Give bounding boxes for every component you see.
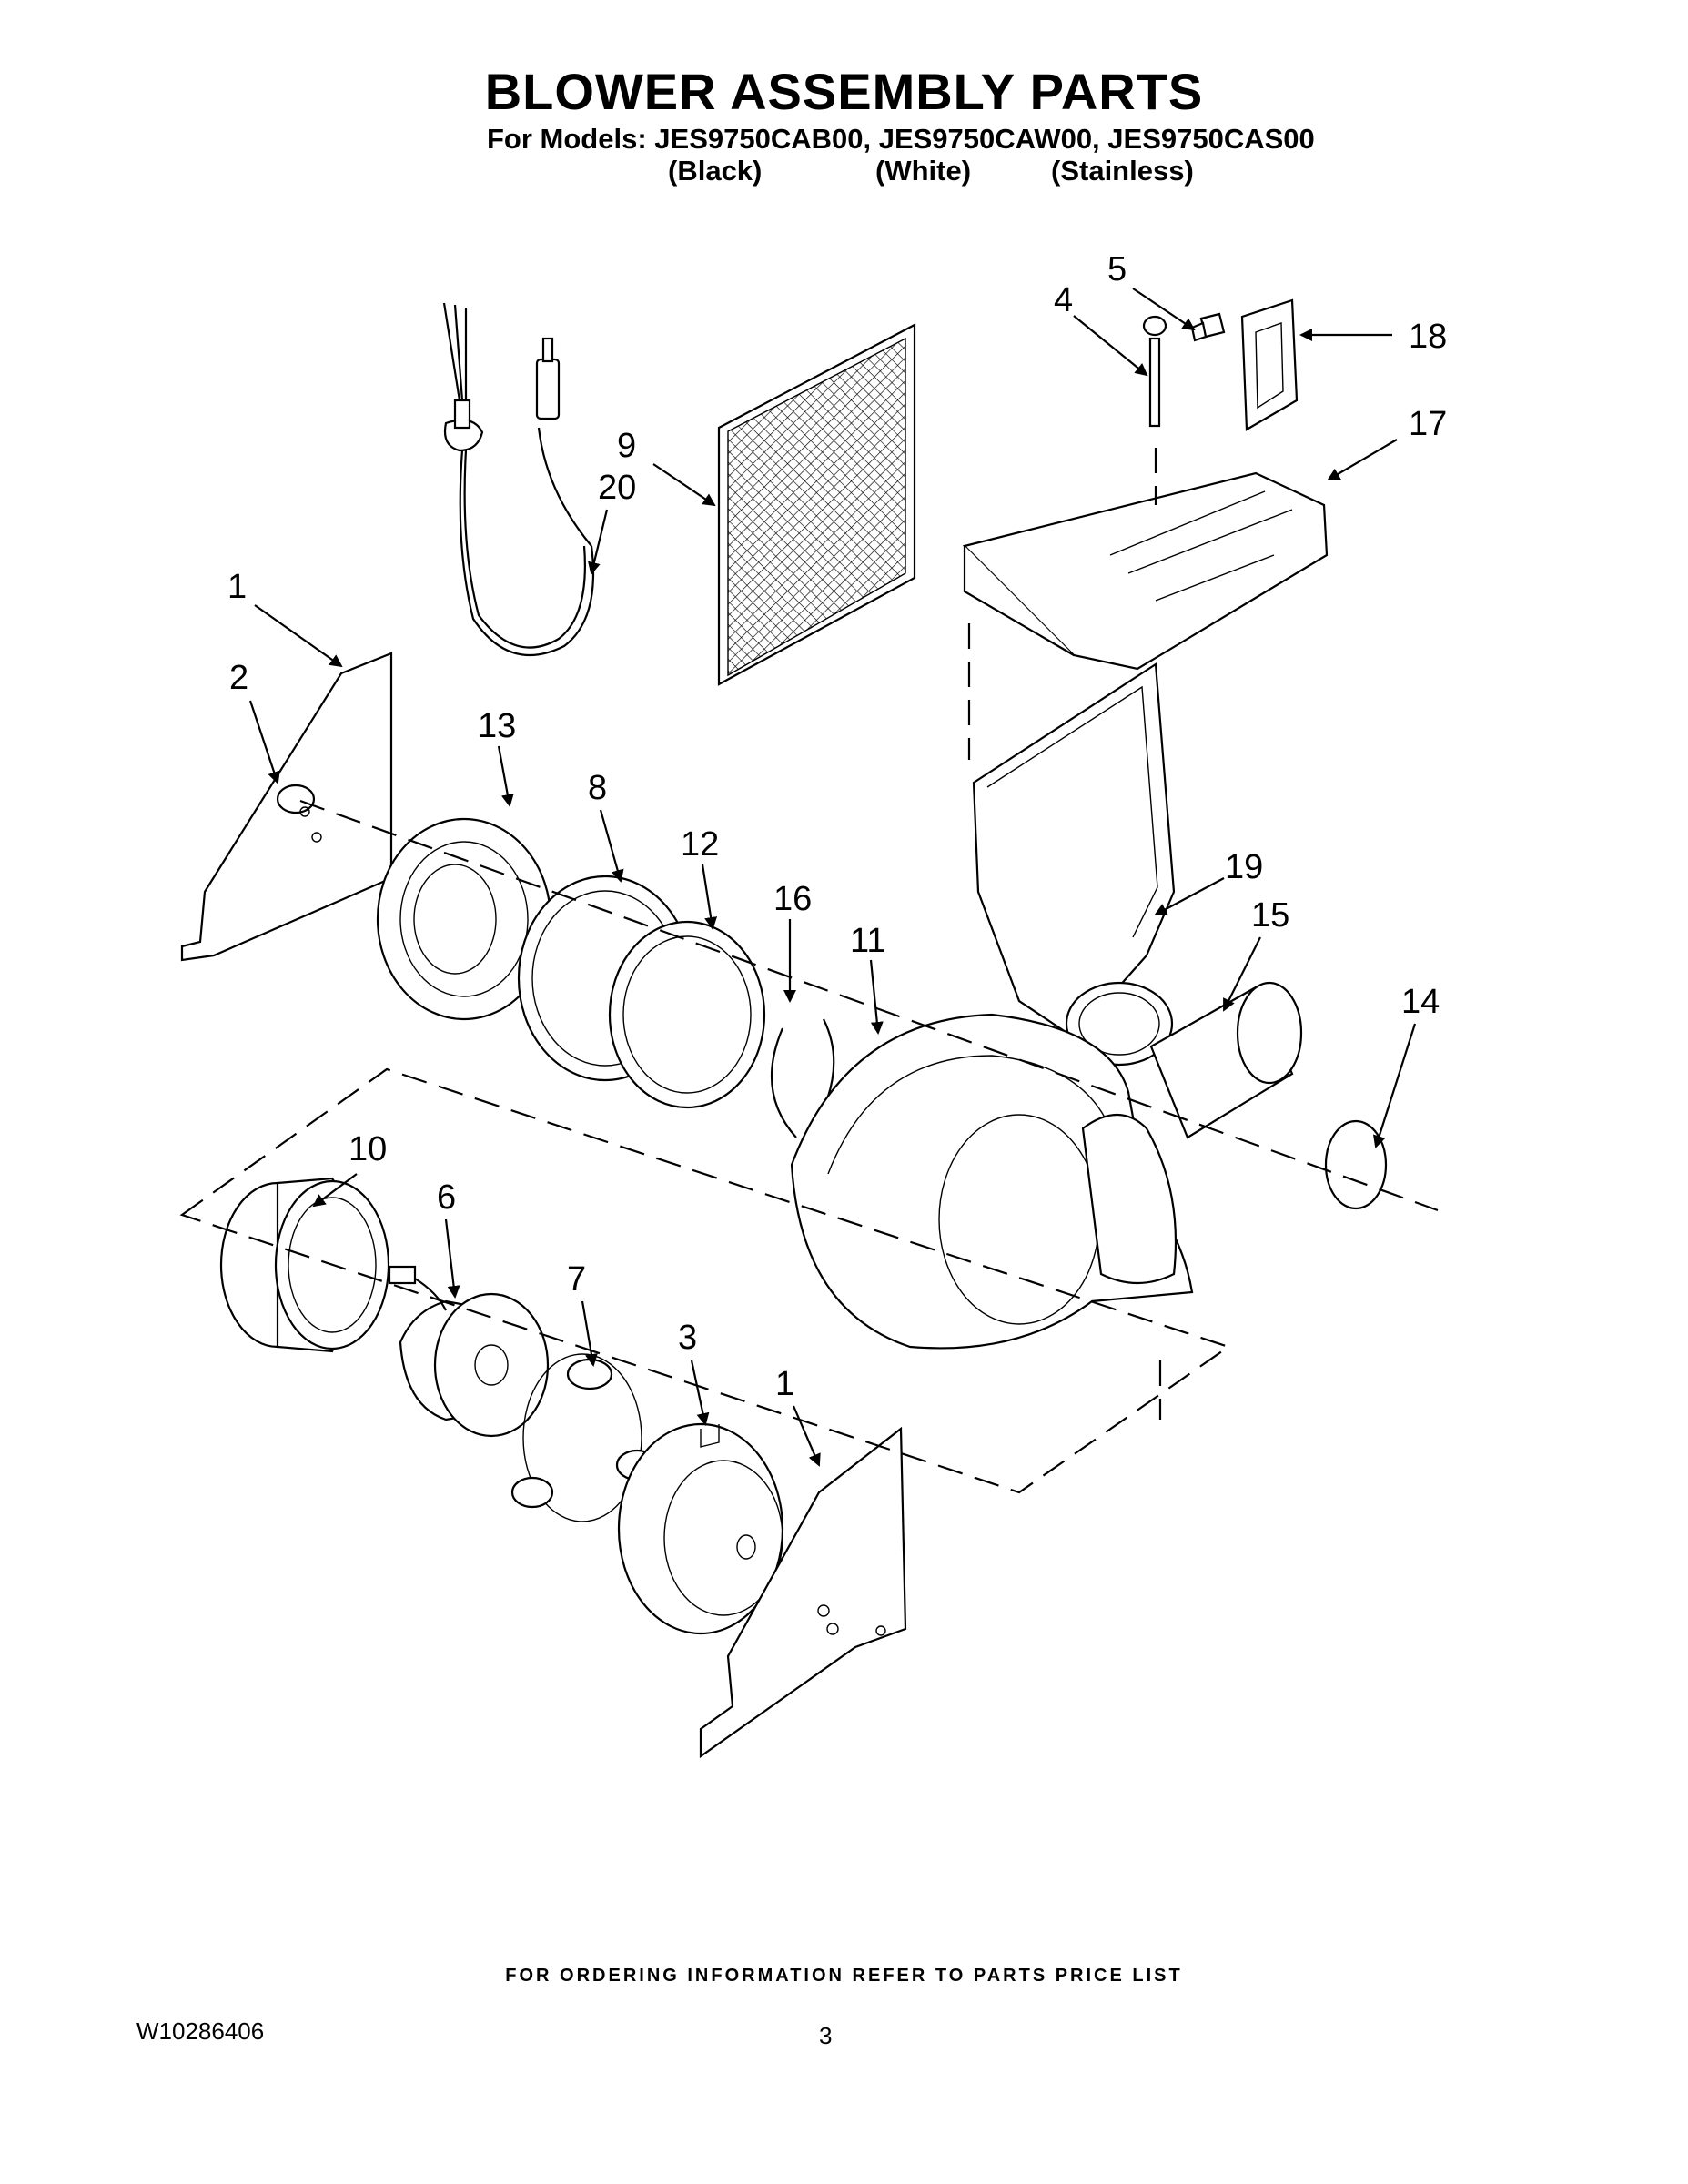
assembly-guide-lines — [179, 448, 1439, 1494]
callout-1-upper: 1 — [227, 568, 247, 606]
callout-8: 8 — [588, 769, 607, 807]
callout-13: 13 — [478, 707, 516, 745]
blower-housing-drawing — [790, 1013, 1194, 1350]
callout-9: 9 — [617, 427, 636, 465]
variant-white: (White) — [875, 155, 972, 187]
models-line: For Models: JES9750CAB00, JES9750CAW00, … — [487, 123, 1315, 155]
power-cord-drawing — [442, 302, 595, 657]
mounting-plate-upper-drawing — [180, 652, 393, 962]
blower-wheel-drawing — [219, 1177, 390, 1353]
callout-1-lower: 1 — [775, 1365, 794, 1403]
ordering-info-note: FOR ORDERING INFORMATION REFER TO PARTS … — [505, 1966, 1183, 1986]
page-number: 3 — [819, 2022, 833, 2049]
duct-and-hose-drawing — [972, 662, 1388, 1210]
callout-11: 11 — [850, 922, 885, 960]
callout-7: 7 — [567, 1260, 586, 1299]
callout-14: 14 — [1401, 983, 1440, 1021]
callout-3: 3 — [678, 1319, 697, 1357]
document-number: W10286406 — [136, 2017, 265, 2045]
callout-17: 17 — [1409, 405, 1447, 443]
callout-20: 20 — [598, 469, 636, 507]
callout-16: 16 — [773, 880, 812, 918]
callout-10: 10 — [349, 1130, 387, 1168]
motor-mount-drawing — [510, 1353, 659, 1522]
callout-18: 18 — [1409, 318, 1447, 356]
callout-4: 4 — [1054, 281, 1073, 319]
callout-5: 5 — [1107, 250, 1127, 288]
callout-15: 15 — [1251, 896, 1289, 935]
callout-12: 12 — [681, 825, 719, 864]
grease-filter-drawing — [717, 323, 916, 686]
callout-leaders — [248, 288, 1417, 1467]
variant-stainless: (Stainless) — [1051, 155, 1194, 187]
callout-19: 19 — [1225, 848, 1263, 886]
callout-6: 6 — [437, 1178, 456, 1217]
mounting-plate-lower-drawing — [699, 1426, 907, 1759]
page-title: BLOWER ASSEMBLY PARTS — [484, 63, 1204, 120]
callout-2: 2 — [229, 659, 248, 697]
vent-bracket-drawing — [962, 298, 1329, 671]
motor-drawing — [388, 1265, 550, 1438]
motor-shield-drawing — [617, 1422, 784, 1635]
variant-black: (Black) — [668, 155, 763, 187]
housing-rings-drawing — [376, 817, 835, 1143]
